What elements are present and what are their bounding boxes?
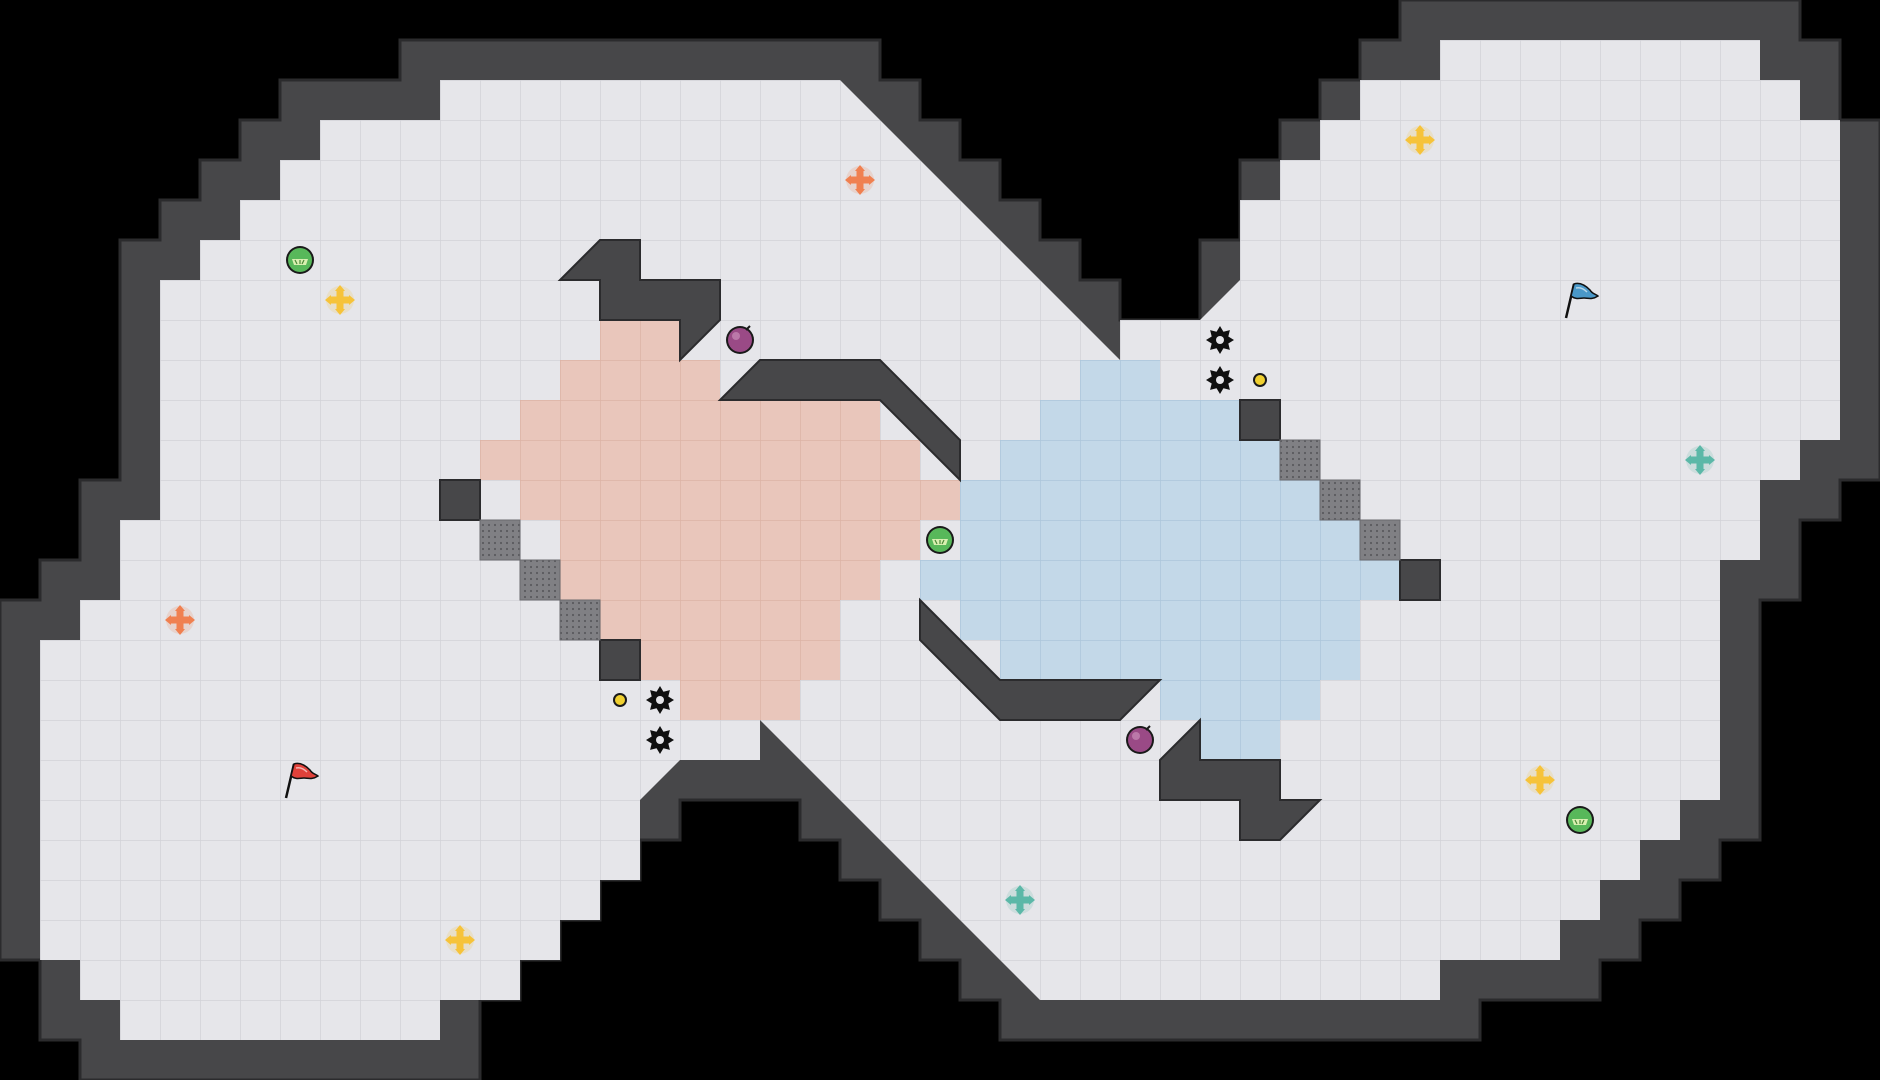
boost-yellow-icon: [1525, 765, 1555, 795]
boost-orange-icon: [165, 605, 195, 635]
spike-tiles: [479, 439, 1401, 641]
map-items: [165, 125, 1715, 955]
portal-dot-icon: [613, 693, 627, 707]
boost-yellow-icon: [445, 925, 475, 955]
spike-mine-icon: [646, 726, 674, 754]
spike-mine-icon: [646, 686, 674, 714]
spike-mine-icon: [1206, 326, 1234, 354]
boost-yellow-icon: [1405, 125, 1435, 155]
bomb-icon: [726, 325, 754, 354]
boost-teal-icon: [1005, 885, 1035, 915]
boost-orange-icon: [845, 165, 875, 195]
portal-dot-icon: [1253, 373, 1267, 387]
red-flag-icon: [284, 762, 320, 799]
spike-mine-icon: [1206, 366, 1234, 394]
boost-teal-icon: [1685, 445, 1715, 475]
bomb-icon: [1126, 725, 1154, 754]
powerup-icon: [286, 246, 314, 274]
blue-flag-icon: [1564, 282, 1600, 319]
boost-yellow-icon: [325, 285, 355, 315]
powerup-icon: [1566, 806, 1594, 834]
interior-walls: [439, 239, 1441, 841]
powerup-icon: [926, 526, 954, 554]
